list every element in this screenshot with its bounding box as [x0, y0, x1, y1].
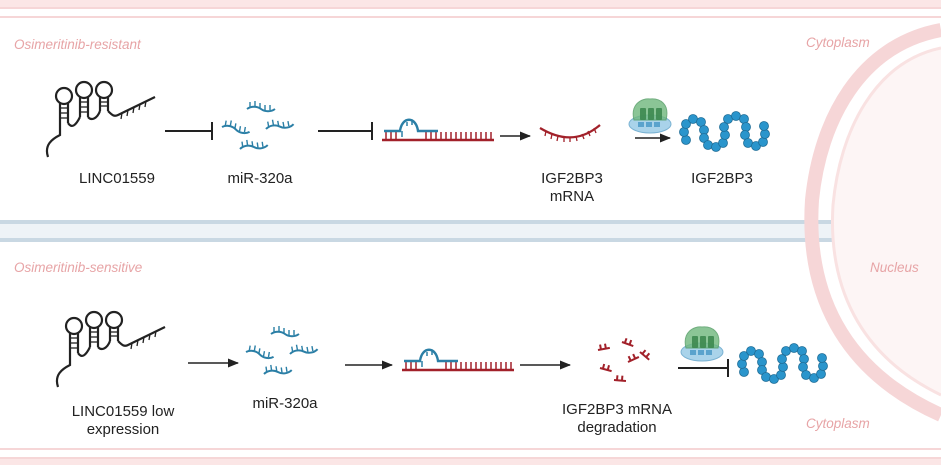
lncrna-structure — [55, 310, 167, 389]
inhibition-arrow — [678, 359, 729, 377]
label-linc01559: LINC01559 — [79, 170, 155, 187]
section-label-resistant: Osimeritinib-resistant — [14, 37, 141, 52]
label-mir-320a-bottom: miR-320a — [252, 395, 318, 412]
mrna-mirna-duplex — [380, 118, 496, 142]
ribosome — [680, 326, 724, 362]
cell-membrane-bottom — [0, 448, 941, 465]
degraded-rna-fragments — [596, 336, 654, 383]
compartment-label-cytoplasm-bottom: Cytoplasm — [806, 416, 870, 431]
nucleus-envelope — [804, 23, 941, 422]
label-igf2bp3-protein: IGF2BP3 — [691, 170, 753, 187]
section-divider — [0, 220, 941, 242]
inhibition-arrow — [165, 122, 213, 140]
mrna-mirna-duplex — [400, 348, 516, 372]
ribosome — [628, 98, 672, 134]
cell-membrane-top — [0, 0, 941, 18]
compartment-label-nucleus: Nucleus — [870, 260, 919, 275]
inhibition-arrow — [318, 122, 373, 140]
label-linc01559-low-expression: LINC01559 low expression — [58, 403, 188, 439]
lncrna-structure — [45, 80, 157, 159]
section-label-sensitive: Osimeritinib-sensitive — [14, 260, 143, 275]
label-linc01559-low-expression-line2: expression — [86, 421, 160, 438]
mirna-cluster — [246, 326, 318, 376]
label-igf2bp3-mrna-degradation: IGF2BP3 mRNA degradation — [552, 401, 682, 437]
label-linc01559-low-expression-line1: LINC01559 low — [71, 403, 175, 420]
label-igf2bp3-mrna-line1: IGF2BP3 — [541, 170, 603, 187]
mrna-strand — [539, 124, 601, 142]
protein-chain — [737, 343, 828, 384]
label-igf2bp3-mrna-degradation-line1: IGF2BP3 mRNA — [561, 401, 673, 418]
label-mir-320a: miR-320a — [227, 170, 293, 187]
label-igf2bp3-mrna: IGF2BP3 mRNA — [522, 170, 622, 206]
mirna-cluster — [222, 101, 294, 151]
protein-chain — [679, 111, 770, 152]
label-igf2bp3-mrna-degradation-line2: degradation — [577, 419, 657, 436]
compartment-label-cytoplasm-top: Cytoplasm — [806, 35, 870, 50]
label-igf2bp3-mrna-line2: mRNA — [549, 188, 595, 205]
